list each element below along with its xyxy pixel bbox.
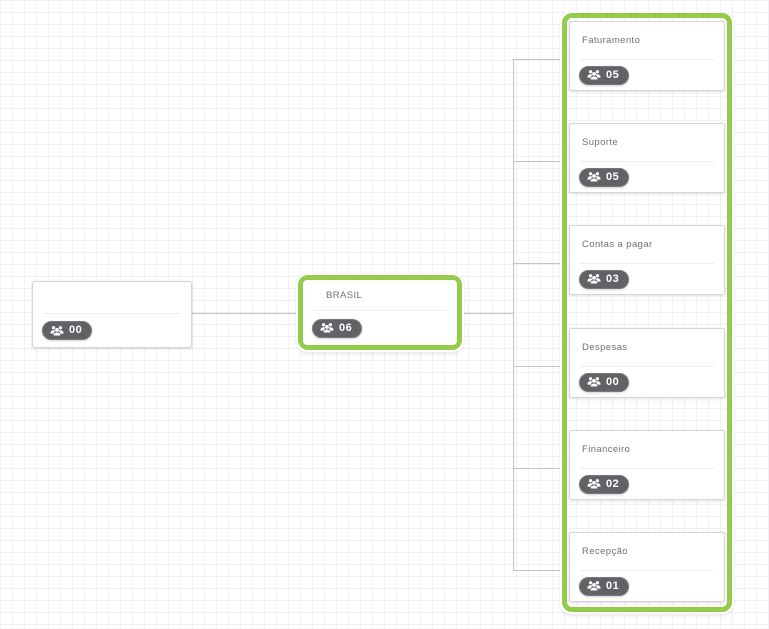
member-count: 05 xyxy=(606,68,620,81)
departments-group[interactable]: Faturamento 05 Suporte 05 xyxy=(562,13,732,612)
connector-branch-recepcao xyxy=(513,570,563,571)
member-count-badge[interactable]: 03 xyxy=(579,269,630,289)
member-count: 05 xyxy=(606,170,620,183)
divider xyxy=(43,313,181,314)
member-count-badge[interactable]: 02 xyxy=(579,474,630,494)
connector-branch-contas-a-pagar xyxy=(513,263,563,264)
member-count: 00 xyxy=(606,375,620,388)
users-icon xyxy=(587,478,601,489)
node-title: Suporte xyxy=(582,137,619,148)
node-root[interactable]: 00 xyxy=(32,281,192,348)
node-department-despesas[interactable]: Despesas 00 xyxy=(569,328,725,398)
connector-branch-financeiro xyxy=(513,468,563,469)
connector-branch-despesas xyxy=(513,366,563,367)
member-count: 02 xyxy=(606,477,620,490)
users-icon xyxy=(587,171,601,182)
connector-branch-faturamento xyxy=(513,59,563,60)
node-title: BRASIL xyxy=(326,289,363,301)
node-department-suporte[interactable]: Suporte 05 xyxy=(569,123,725,193)
node-department-contas-a-pagar[interactable]: Contas a pagar 03 xyxy=(569,225,725,295)
users-icon xyxy=(587,69,601,80)
member-count: 03 xyxy=(606,272,620,285)
connector-parent-to-spine xyxy=(461,313,514,314)
member-count-badge[interactable]: 00 xyxy=(579,372,630,392)
connector-root-to-parent xyxy=(192,313,298,314)
divider xyxy=(580,468,714,469)
node-department-recepcao[interactable]: Recepção 01 xyxy=(569,532,725,602)
member-count-badge[interactable]: 01 xyxy=(579,576,630,596)
member-count-badge[interactable]: 06 xyxy=(312,318,363,338)
node-department-financeiro[interactable]: Financeiro 02 xyxy=(569,430,725,500)
node-title: Financeiro xyxy=(582,444,631,455)
users-icon xyxy=(50,325,64,336)
member-count-badge[interactable]: 00 xyxy=(42,321,93,340)
connector-branch-suporte xyxy=(513,161,563,162)
node-title: Faturamento xyxy=(582,35,641,46)
divider xyxy=(580,570,714,571)
divider xyxy=(580,59,714,60)
member-count-badge[interactable]: 05 xyxy=(579,65,630,85)
member-count: 01 xyxy=(606,579,620,592)
node-department-faturamento[interactable]: Faturamento 05 xyxy=(569,21,725,91)
node-brasil[interactable]: BRASIL 06 xyxy=(298,275,462,350)
divider xyxy=(580,366,714,367)
users-icon xyxy=(587,273,601,284)
member-count: 06 xyxy=(339,321,353,334)
node-title: Despesas xyxy=(582,342,628,353)
member-count-badge[interactable]: 05 xyxy=(579,167,630,187)
node-title: Recepção xyxy=(582,546,628,557)
users-icon xyxy=(587,580,601,591)
node-title: Contas a pagar xyxy=(582,239,653,250)
users-icon xyxy=(587,376,601,387)
divider xyxy=(580,161,714,162)
member-count: 00 xyxy=(69,324,83,336)
divider xyxy=(313,310,447,311)
users-icon xyxy=(320,322,334,333)
connector-spine xyxy=(513,59,514,571)
divider xyxy=(580,263,714,264)
